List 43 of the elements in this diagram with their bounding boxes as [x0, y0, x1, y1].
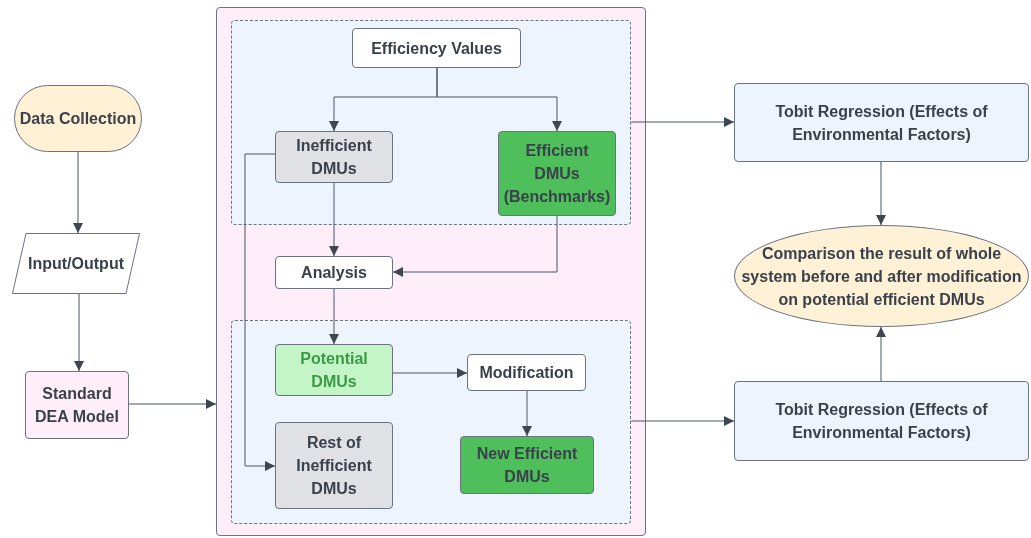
- dashed-group: [231, 20, 631, 225]
- node-label: Efficient DMUs (Benchmarks): [502, 141, 612, 207]
- process-box: [734, 83, 1029, 162]
- io-parallelogram: [12, 233, 140, 294]
- arrow: [630, 117, 735, 127]
- arrow: [329, 288, 339, 345]
- node-label: Standard DEA Model: [34, 384, 120, 427]
- arrow: [128, 399, 217, 409]
- process-box: [460, 436, 594, 494]
- node-label: Efficiency Values: [370, 38, 503, 59]
- node-label: Analysis: [300, 263, 368, 283]
- node-label: Input/Output: [27, 254, 125, 274]
- dashed-group: [231, 320, 631, 524]
- process-box: [734, 381, 1029, 461]
- process-box: [352, 28, 521, 68]
- arrow: [392, 215, 558, 277]
- arrow: [876, 161, 886, 226]
- process-box: [467, 354, 586, 391]
- arrow: [329, 182, 339, 257]
- process-box: [25, 371, 129, 439]
- node-label: Modification: [478, 363, 575, 383]
- node-label: Potential DMUs: [299, 349, 369, 392]
- node-label: Inefficient DMUs: [295, 136, 373, 179]
- arrow: [392, 368, 468, 378]
- arrow: [876, 326, 886, 382]
- arrow: [630, 416, 735, 426]
- node-label: Data Collection: [18, 109, 138, 129]
- process-box: [275, 256, 393, 289]
- process-box: [275, 131, 393, 183]
- node-label: Tobit Regression (Effects of Environmental Factors): [774, 400, 989, 443]
- node-label: Tobit Regression (Effects of Environmental Factors): [774, 101, 989, 145]
- process-box: [498, 131, 616, 216]
- arrow: [74, 293, 84, 372]
- arrow: [73, 151, 83, 234]
- process-box: [275, 422, 393, 509]
- arrow: [522, 390, 532, 437]
- process-box: [275, 344, 393, 396]
- node-label: New Efficient DMUs: [475, 444, 579, 487]
- arrow: [436, 67, 562, 132]
- container-panel: [216, 7, 646, 536]
- node-label: Rest of Inefficient DMUs: [295, 433, 373, 499]
- arrow: [244, 153, 276, 471]
- node-label: Comparison the result of whole system before and after modification on potential efficient DMUs: [740, 243, 1023, 310]
